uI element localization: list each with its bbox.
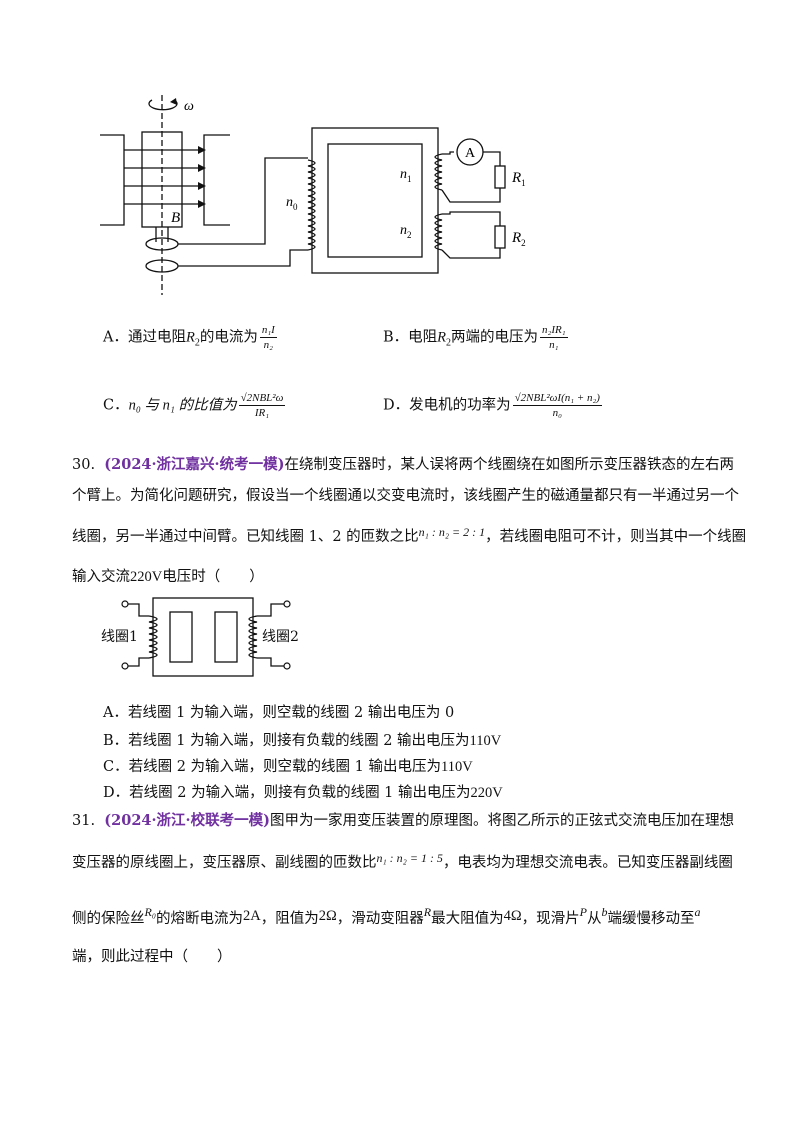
b-field-label: B xyxy=(171,210,180,226)
q31-line-2: 变压器的原线圈上，变压器原、副线圈的匝数比n₁ : n₂ = 1 : 5，电表均… xyxy=(72,851,733,871)
q30-option-b: B．若线圈 1 为输入端，则接有负载的线圈 2 输出电压为110V xyxy=(103,733,502,749)
two-coil-transformer-diagram xyxy=(121,597,291,677)
ammeter-label: A xyxy=(465,146,476,161)
q30-option-c: C．若线圈 2 为输入端，则空载的线圈 1 输出电压为110V xyxy=(103,759,473,775)
q30-line-1: 30. (2024·浙江嘉兴·统考一模)在绕制变压器时，某人误将两个线圈绕在如图… xyxy=(72,456,734,473)
q31-line-1: 31. (2024·浙江·校联考一模)图甲为一家用变压装置的原理图。将图乙所示的… xyxy=(72,812,734,829)
coil-1-label: 线圈1 xyxy=(101,629,138,645)
q30-line-2: 个臂上。为简化问题研究，假设当一个线圈通以交变电流时，该线圈产生的磁通量都只有一… xyxy=(72,488,739,504)
q30-option-d: D．若线圈 2 为输入端，则接有负载的线圈 1 输出电压为220V xyxy=(103,785,503,801)
fraction: √2NBL²ωI(n₁ + n₂)n₀ xyxy=(512,392,602,420)
r2-label: R2 xyxy=(511,230,526,248)
q30-line-3: 线圈，另一半通过中间臂。已知线圈 1、2 的匝数之比n₁ : n₂ = 2 : … xyxy=(72,525,747,545)
coil-2-label: 线圈2 xyxy=(262,629,299,645)
r1-label: R1 xyxy=(511,170,526,188)
q30-option-a: A．若线圈 1 为输入端，则空载的线圈 2 输出电压为 0 xyxy=(103,705,455,721)
q30-line-4: 输入交流220V电压时（ ） xyxy=(72,569,264,585)
q31-line-4: 端，则此过程中（ ） xyxy=(72,949,232,965)
n0-label: n0 xyxy=(286,195,298,212)
n2-label: n2 xyxy=(400,223,412,240)
n1-label: n1 xyxy=(400,167,412,184)
omega-label: ω xyxy=(184,99,194,114)
q29-option-d: D．发电机的功率为√2NBL²ωI(n₁ + n₂)n₀ xyxy=(383,392,602,420)
q31-line-3: 侧的保险丝R₀的熔断电流为2A，阻值为2Ω，滑动变阻器R最大阻值为4Ω，现滑片P… xyxy=(72,905,701,927)
generator-transformer-diagram: ω B n0 n1 n2 A R1 R2 xyxy=(100,95,526,295)
